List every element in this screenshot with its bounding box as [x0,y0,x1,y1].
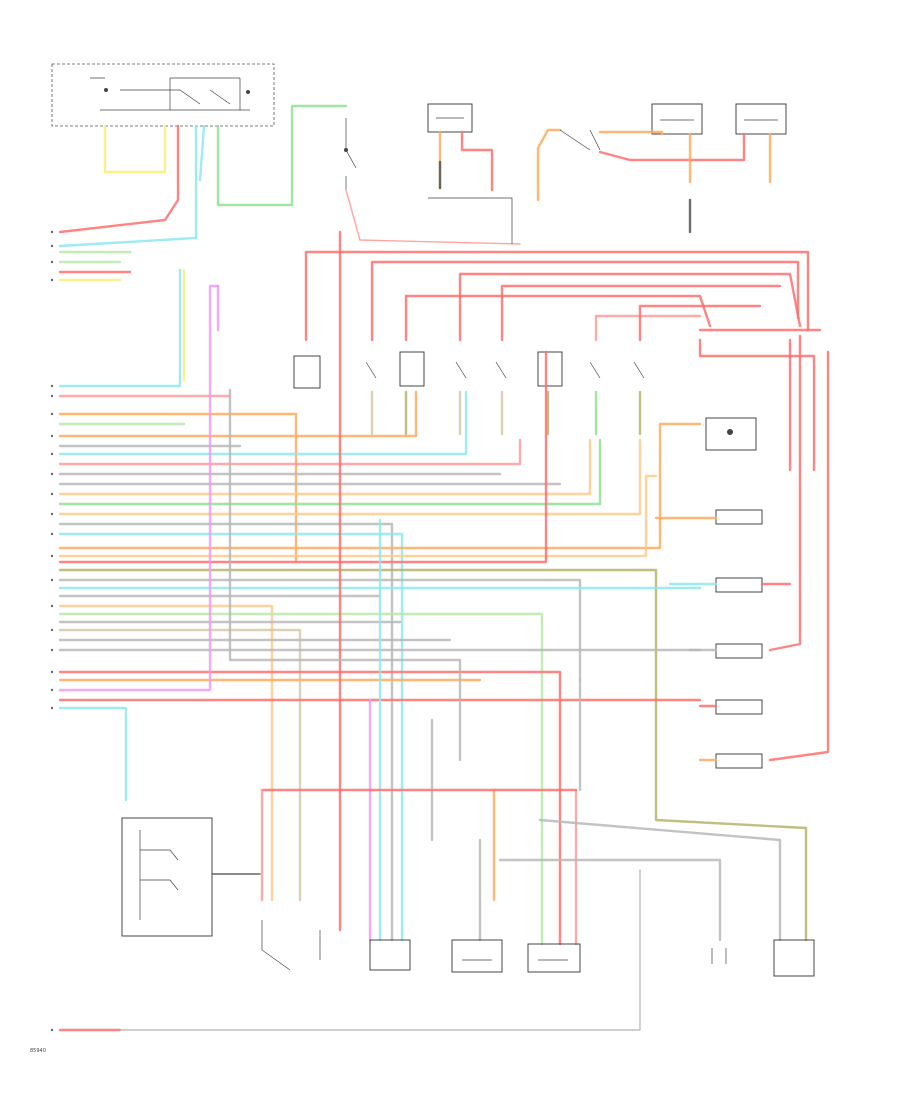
red-power-bus [304,250,830,762]
solenoid-2 [668,577,792,593]
footer-code: 85940 [30,1048,46,1054]
injector-row [293,351,645,436]
output-speed-sensor [711,948,727,964]
transmission-range-sensor [261,920,321,971]
clutch-pedal-switch [344,118,521,245]
hot-in-run-junction [51,63,275,127]
solenoid-5 [698,753,763,769]
ground-return [119,869,641,1031]
torque-converter-clutch [451,939,503,973]
neutral-safety-switch [121,817,261,937]
solenoid-4 [698,699,763,715]
vehicle-speed-sensor [773,939,815,977]
solenoid-1 [654,509,763,525]
relay-top-right-1 [651,103,703,135]
wires-top-right [536,128,772,234]
epc-solenoid [527,943,581,973]
solenoid-3 [688,643,763,659]
shift-solenoid-pack [369,939,411,971]
relay-top-right-2 [735,103,787,135]
power-relay-top-center [427,103,513,244]
sensor-top-right [705,417,757,451]
wires-top-left [58,104,348,282]
middle-verticals [182,230,782,946]
connector-pins [50,230,54,1032]
